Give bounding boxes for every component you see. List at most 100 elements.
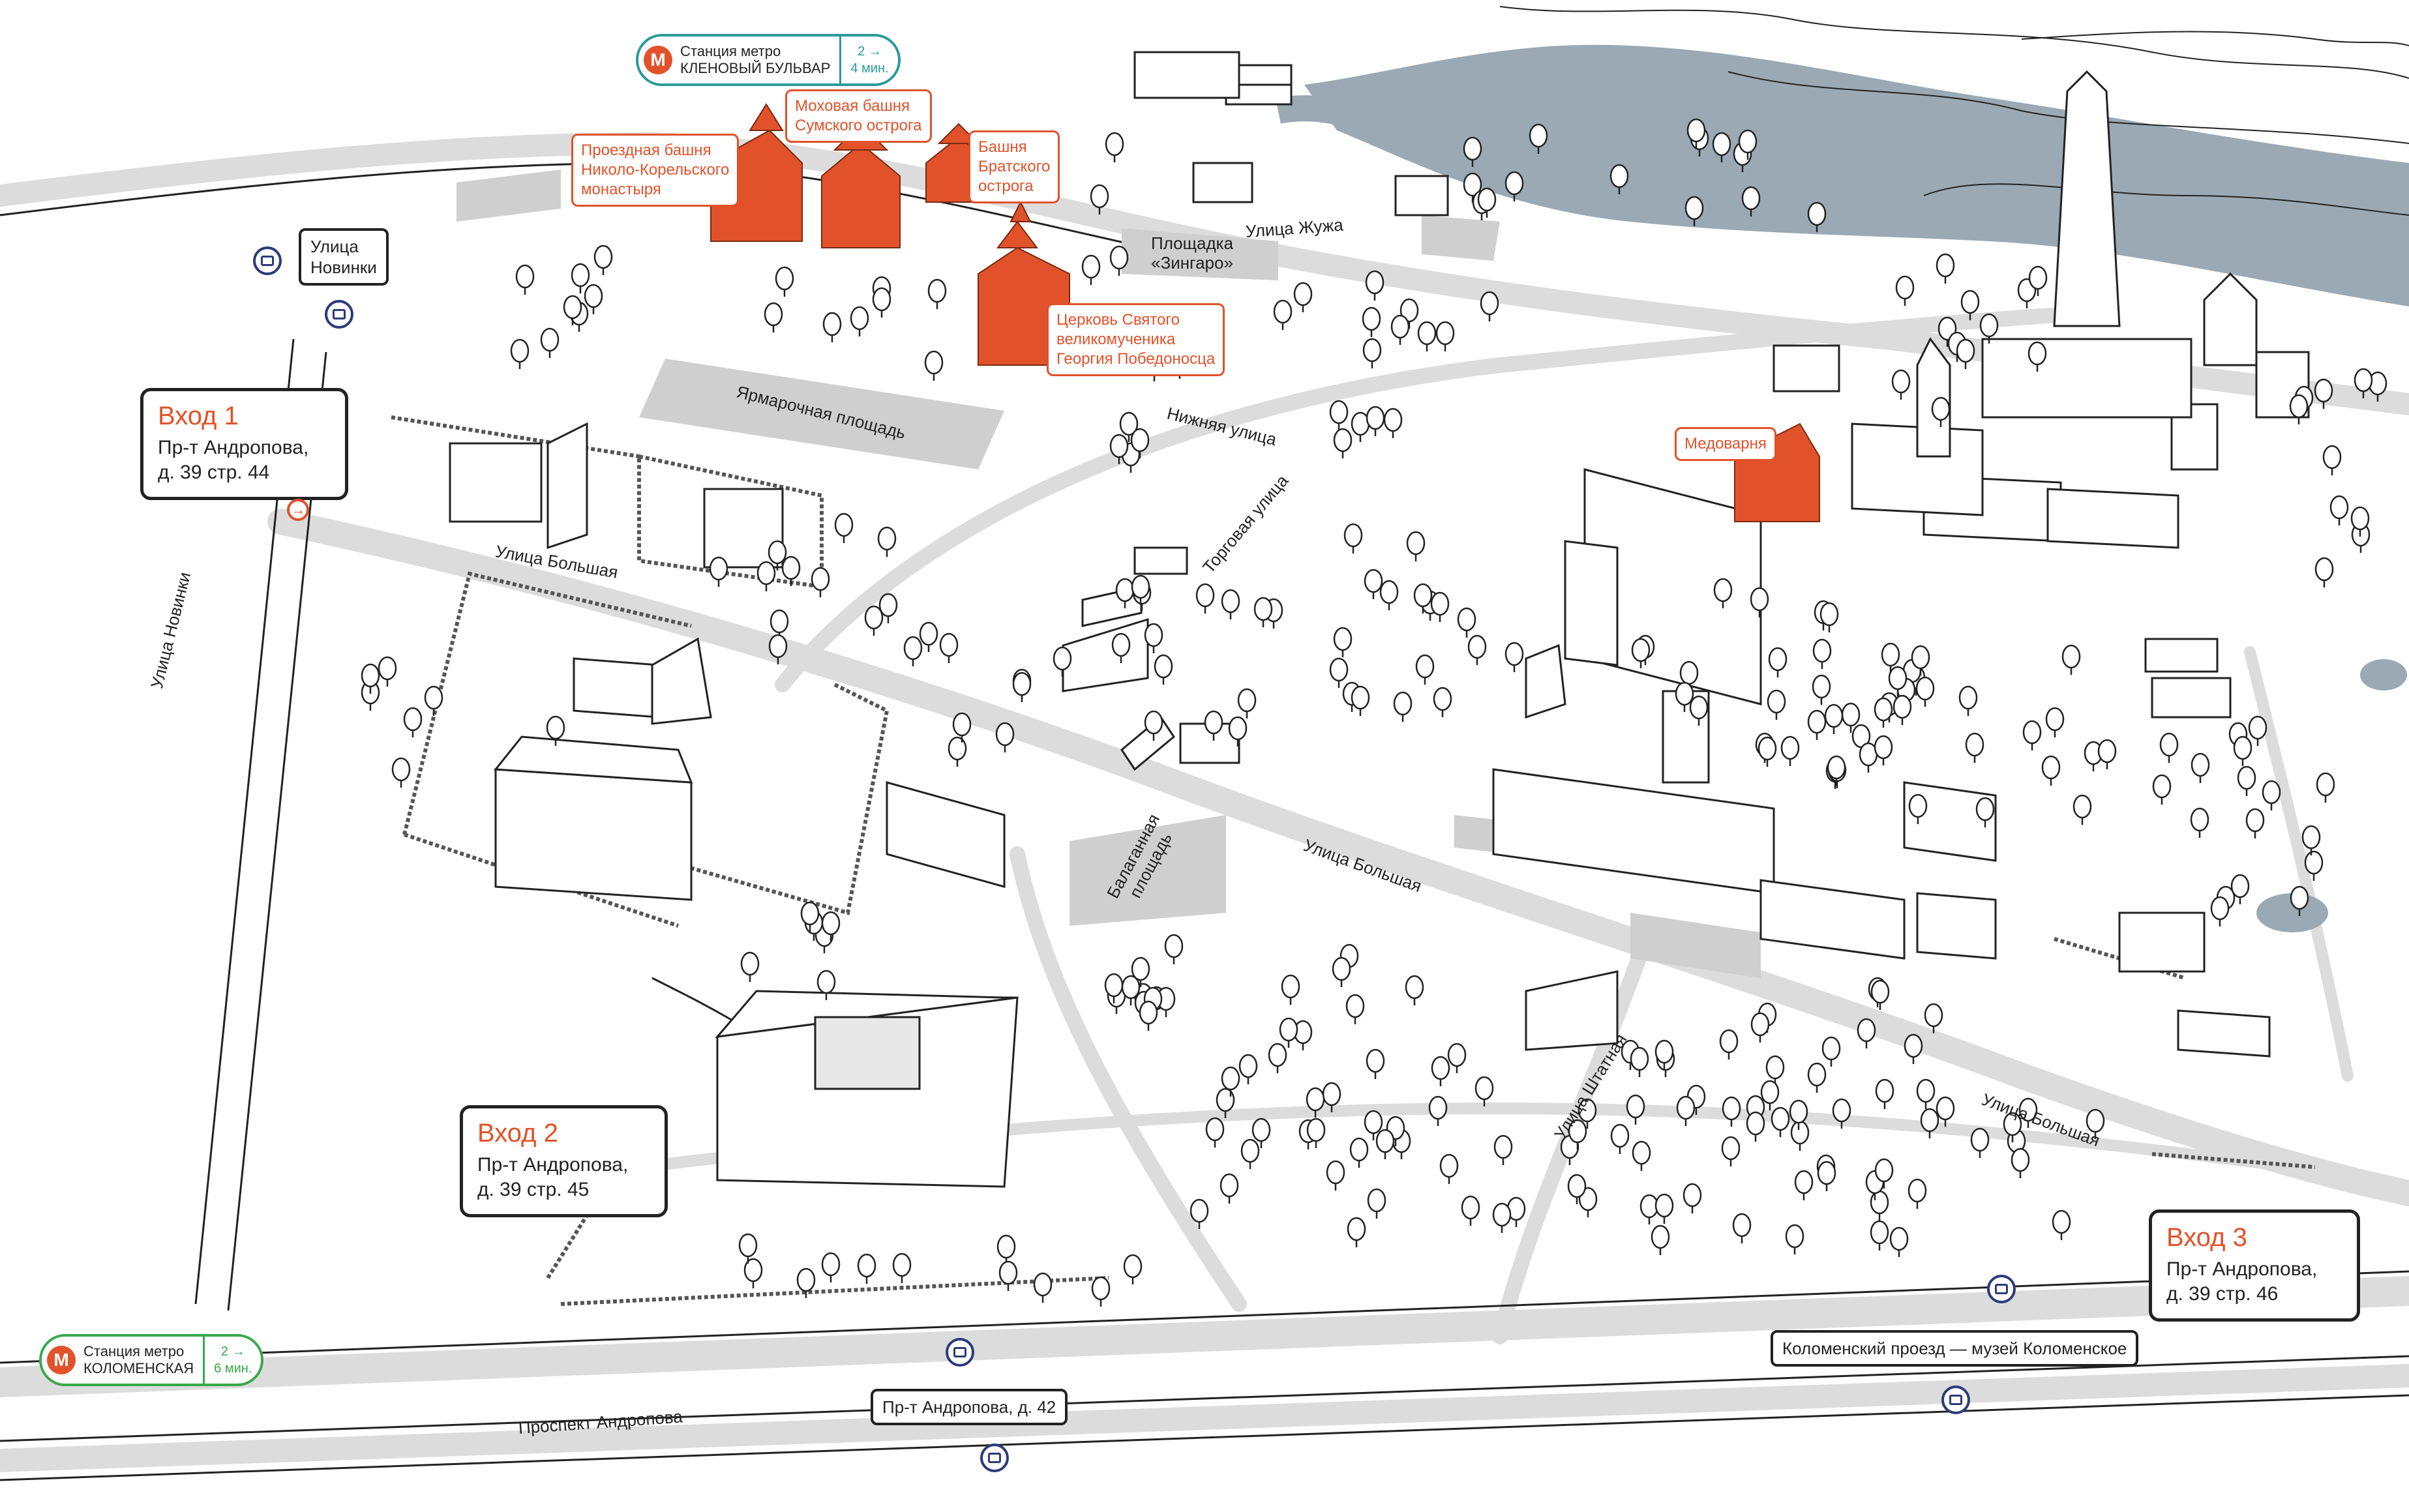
tree [1333,627,1353,651]
tree [1741,186,1761,211]
bus-icon [953,1347,966,1357]
tree [1104,973,1124,998]
tree [1347,1217,1366,1241]
tree [1857,1018,1876,1043]
bus-stop-icon[interactable] [1987,1275,2016,1303]
tree [1841,702,1861,727]
tree [1477,187,1497,212]
tree [2322,445,2342,469]
tree [1012,672,1032,696]
tree [1767,689,1786,714]
tree [546,715,565,740]
entrance-1-label[interactable]: Вход 1 Пр-т Андропова, д. 39 стр. 44 [140,388,348,500]
tree [1874,735,1893,760]
tree [1567,1174,1587,1198]
bus-stop-icon[interactable] [980,1444,1009,1472]
tree [1240,1138,1260,1163]
tree [1428,1095,1448,1120]
tree [2248,715,2267,740]
tree [2072,794,2092,819]
bus-icon [1995,1284,2008,1294]
tree [1931,396,1951,421]
tree [1281,974,1300,999]
tree [1332,956,1351,981]
tree [1329,657,1349,682]
tree [1874,1158,1894,1183]
tree [877,526,897,551]
tree [1333,428,1353,452]
tree [1679,660,1699,685]
tree [1631,638,1651,662]
tree [857,1253,876,1278]
tree [770,609,789,634]
tree [709,556,728,581]
tree [1447,1043,1467,1067]
tree [919,621,938,646]
tree [1908,793,1928,818]
tree [1746,1111,1765,1136]
tree [740,951,760,976]
tree [768,540,787,565]
bus-stop-andropova-42-label: Пр-т Андропова, д. 42 [871,1389,1068,1425]
bus-stop-icon[interactable] [325,300,353,329]
tree [1109,434,1129,458]
tree [1874,697,1893,722]
entrance-1-marker[interactable]: → [287,499,309,521]
tree [2159,732,2179,757]
tree [1870,979,1890,1004]
metro-klenovy-bulvar[interactable]: М Станция метро КЛЕНОВЫЙ БУЛЬВАР 2 →4 ми… [636,34,901,86]
tree [1364,1110,1383,1134]
tree [1493,1134,1513,1159]
bus-icon [988,1453,1001,1463]
tree [1090,184,1109,209]
tree [1364,569,1383,593]
bus-stop-icon[interactable] [1941,1386,1970,1414]
entrance-3-label[interactable]: Вход 3 Пр-т Андропова, д. 39 стр. 46 [2149,1209,2360,1322]
metro-icon: М [638,37,678,83]
tree [1204,710,1223,735]
tree [1888,666,1908,690]
tree [1713,578,1733,602]
tree [403,707,423,732]
entrance-2-label[interactable]: Вход 2 Пр-т Андропова, д. 39 стр. 45 [460,1105,668,1217]
metro-station-name: Станция метро КОЛОМЕНСКАЯ [83,1343,194,1376]
tree [903,636,923,660]
tree [1130,428,1150,452]
tree [1758,736,1777,761]
tree [1379,580,1399,604]
tree [1139,1000,1158,1025]
tree [1326,1160,1345,1185]
tree [1916,1078,1936,1103]
tree [1390,314,1410,339]
metro-kolomenskaya[interactable]: М Станция метро КОЛОМЕНСКАЯ 2 →6 мин. [39,1334,264,1386]
tree [1817,1161,1836,1185]
tree [939,632,959,657]
tree [1675,681,1694,706]
tree [1268,1043,1287,1067]
tree [1123,1254,1143,1279]
bus-stop-icon[interactable] [946,1338,974,1367]
tree [2233,735,2252,760]
tree [1750,1012,1770,1037]
tree [1033,1272,1053,1297]
tree [1827,755,1846,780]
tree [1417,321,1437,346]
landmark-medovarnya[interactable]: Медоварня [1675,427,1776,461]
bus-stop-icon[interactable] [253,246,282,275]
tree [1279,1017,1298,1042]
tree [1322,1082,1341,1106]
tree [2191,752,2210,777]
tree [563,295,582,319]
tree [1785,1224,1804,1249]
tree [2304,850,2324,875]
tree [1654,1039,1674,1064]
tree [1504,171,1524,196]
tree [1889,1226,1909,1251]
tree [924,350,944,375]
